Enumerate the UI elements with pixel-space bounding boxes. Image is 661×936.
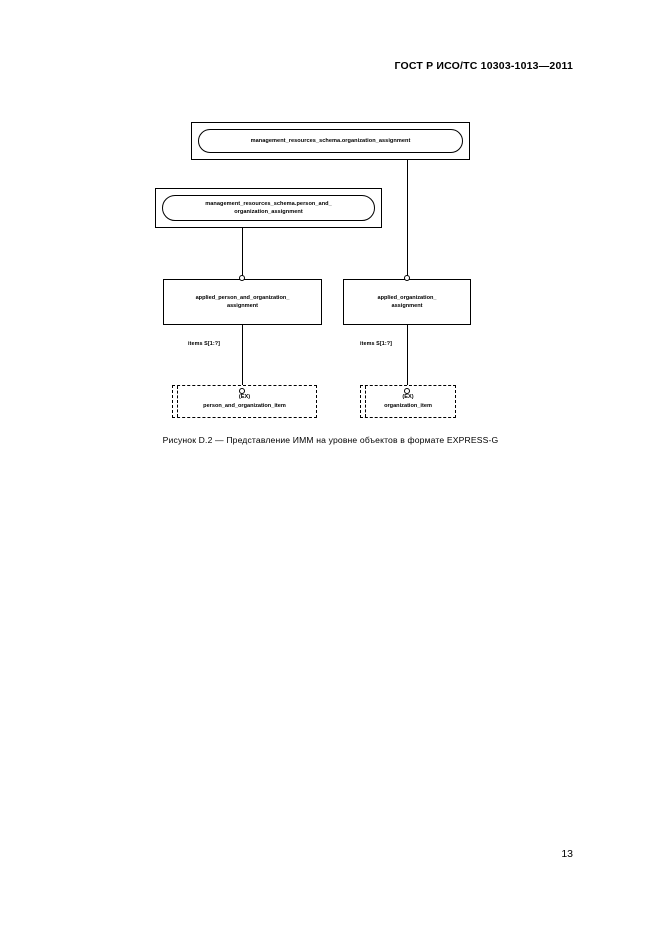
select-label-person-and-organization-item: (EX) person_and_organization_item	[203, 394, 286, 409]
edge-label-items-right: items S[1:?]	[360, 341, 393, 347]
connector-circle-applied-person-and-organization-assignment	[239, 275, 245, 281]
connector-circle-organization-item	[404, 388, 410, 394]
edge-label-items-left: items S[1:?]	[188, 341, 221, 347]
figure-caption: Рисунок D.2 — Представление ИММ на уровн…	[162, 435, 499, 445]
schema-inner-rounded-person-and-organization-assignment: management_resources_schema.person_and_ …	[162, 195, 375, 221]
connector-line-person-and-organization-assignment	[242, 228, 243, 278]
entity-label-applied-organization-assignment: applied_organization_ assignment	[377, 294, 437, 309]
entity-box-applied-organization-assignment: applied_organization_ assignment	[343, 279, 471, 325]
figure-express-g-diagram: management_resources_schema.organization…	[155, 122, 499, 445]
select-left-bar-organization-item	[365, 386, 366, 417]
connector-circle-person-and-organization-item	[239, 388, 245, 394]
connector-line-organization-assignment	[407, 160, 408, 278]
connector-circle-applied-organization-assignment	[404, 275, 410, 281]
page-number: 13	[561, 848, 573, 860]
select-box-organization-item: (EX) organization_item	[360, 385, 456, 418]
schema-inner-rounded-organization-assignment: management_resources_schema.organization…	[198, 129, 463, 153]
schema-label-person-and-organization-assignment: management_resources_schema.person_and_ …	[205, 200, 332, 215]
connector-line-items-right	[407, 325, 408, 391]
select-label-organization-item: (EX) organization_item	[384, 394, 432, 409]
schema-label-organization-assignment: management_resources_schema.organization…	[250, 137, 411, 144]
schema-box-organization-assignment: management_resources_schema.organization…	[191, 122, 470, 160]
connector-line-items-left	[242, 325, 243, 391]
entity-box-applied-person-and-organization-assignment: applied_person_and_organization_ assignm…	[163, 279, 322, 325]
entity-label-applied-person-and-organization-assignment: applied_person_and_organization_ assignm…	[195, 294, 290, 309]
select-box-person-and-organization-item: (EX) person_and_organization_item	[172, 385, 317, 418]
schema-box-person-and-organization-assignment: management_resources_schema.person_and_ …	[155, 188, 382, 228]
document-header-standard-number: ГОСТ Р ИСО/ТС 10303-1013—2011	[394, 60, 573, 72]
select-left-bar-person-and-organization-item	[177, 386, 178, 417]
